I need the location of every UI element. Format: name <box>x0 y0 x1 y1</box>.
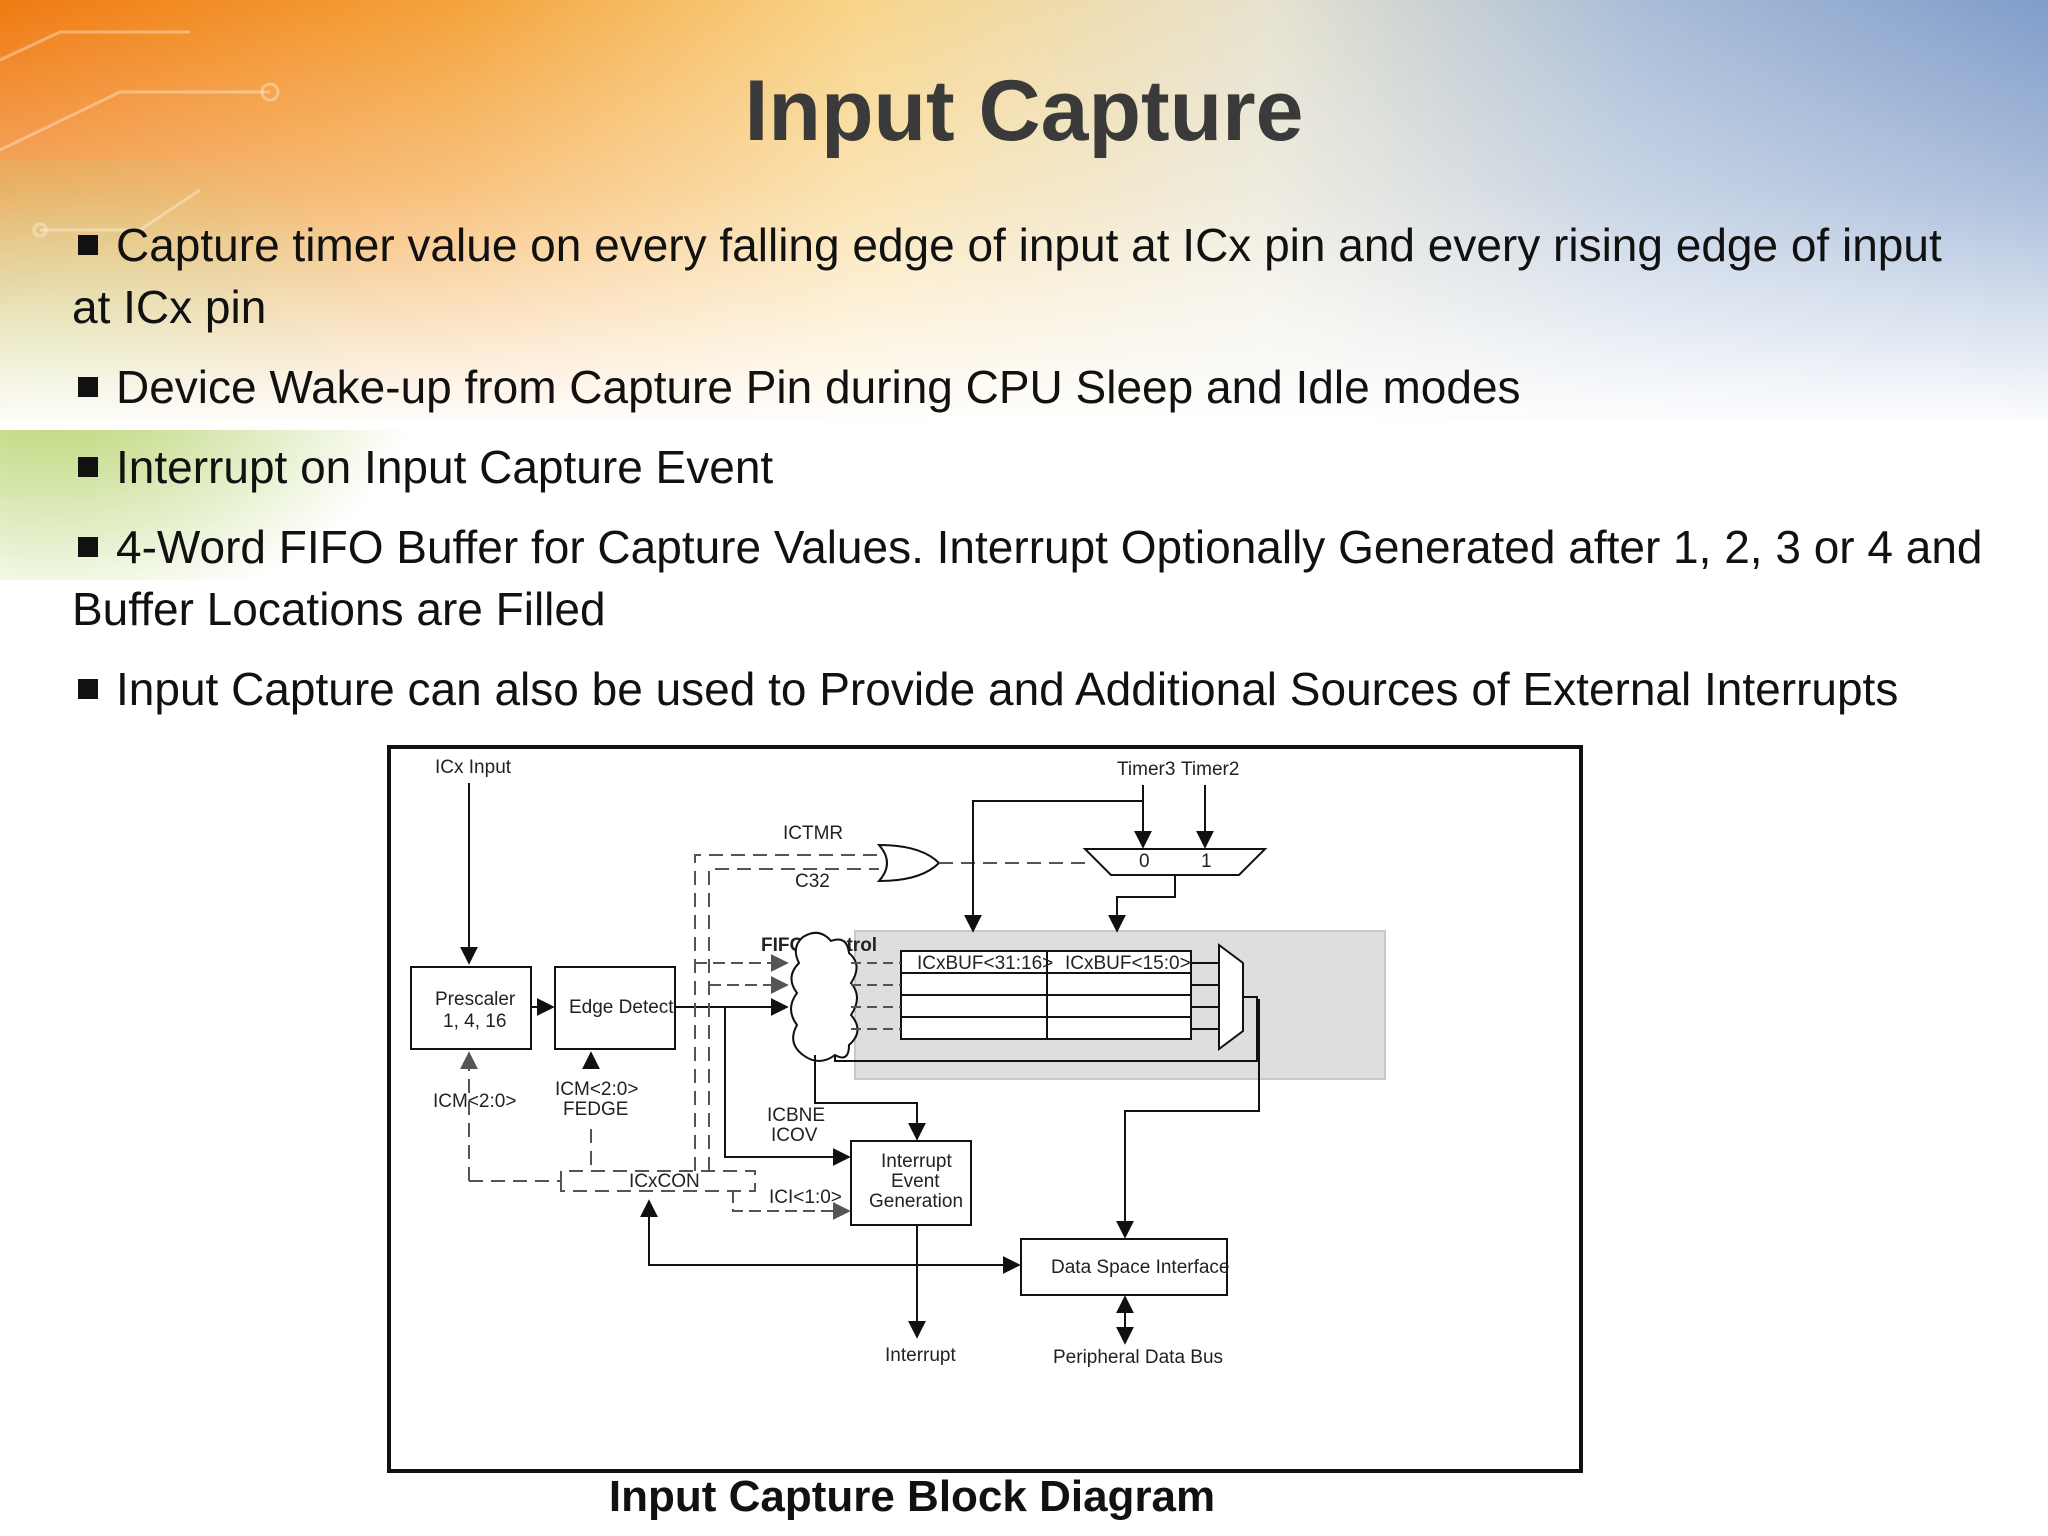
icxcon-label: ICxCON <box>629 1171 700 1192</box>
bullet-square-icon <box>78 377 98 397</box>
interrupt-output-label: Interrupt <box>885 1345 956 1366</box>
bullet-square-icon <box>78 457 98 477</box>
icx-input-label: ICx Input <box>435 757 512 778</box>
bullet-text: 4-Word FIFO Buffer for Capture Values. I… <box>72 521 1983 635</box>
icxcon-bus <box>469 1170 756 1192</box>
ici-label: ICI<1:0> <box>769 1187 842 1208</box>
icbne-label: ICBNE <box>767 1105 825 1126</box>
timer2-label: Timer2 <box>1181 759 1239 780</box>
timer3-label: Timer3 <box>1117 759 1175 780</box>
c32-label: C32 <box>795 871 830 892</box>
bullet-item: Input Capture can also be used to Provid… <box>72 658 1992 720</box>
data-space-interface-label: Data Space Interface <box>1051 1257 1230 1278</box>
fedge-label: FEDGE <box>563 1099 628 1120</box>
timer-mux <box>1082 848 1268 876</box>
c32-line <box>708 868 879 1171</box>
cloud-to-fifo-lines <box>851 962 901 1030</box>
prescaler-label: Prescaler <box>435 989 516 1010</box>
fifo-to-mux-lines <box>1191 962 1219 1030</box>
block-diagram-svg: FIFO Control ICx Input Prescaler 1, 4, 1… <box>410 757 1386 1368</box>
timer3-to-buf-hi <box>964 800 1143 933</box>
bullet-square-icon <box>78 537 98 557</box>
ictmr-line <box>694 854 879 1171</box>
prescaler-box <box>410 966 532 1050</box>
bullet-text: Input Capture can also be used to Provid… <box>116 663 1899 715</box>
bullet-item: Device Wake-up from Capture Pin during C… <box>72 356 1992 418</box>
interrupt-gen-line2: Event <box>891 1171 940 1192</box>
peripheral-data-bus-label: Peripheral Data Bus <box>1053 1347 1223 1368</box>
icxbuf-hi-label: ICxBUF<31:16> <box>917 953 1053 974</box>
ictmr-label: ICTMR <box>783 823 843 844</box>
icm-left-label: ICM<2:0> <box>433 1091 516 1112</box>
fifo-logic-cloud <box>790 931 859 1062</box>
mux-input-0: 0 <box>1139 851 1150 872</box>
bullet-square-icon <box>78 235 98 255</box>
icxcon-to-dsi-line <box>640 1199 1021 1274</box>
bullet-item: Interrupt on Input Capture Event <box>72 436 1992 498</box>
slide-title: Input Capture <box>744 63 1304 159</box>
interrupt-gen-line3: Generation <box>869 1191 963 1212</box>
read-mux <box>1218 943 1244 1051</box>
mux-to-dsi-line <box>1116 999 1260 1239</box>
data-space-interface-box <box>1020 1238 1228 1296</box>
interrupt-gen-line1: Interrupt <box>881 1151 952 1172</box>
edge-detect-label: Edge Detect <box>569 997 674 1018</box>
mux-input-1: 1 <box>1201 851 1212 872</box>
bullet-text: Interrupt on Input Capture Event <box>116 441 774 493</box>
mux-to-buf-lo <box>1108 875 1176 933</box>
bullet-list: Capture timer value on every falling edg… <box>72 214 1992 738</box>
bullet-text: Device Wake-up from Capture Pin during C… <box>116 361 1521 413</box>
diagram-caption: Input Capture Block Diagram <box>608 1472 1216 1521</box>
bullet-text: Capture timer value on every falling edg… <box>72 219 1942 333</box>
icxbuf-lo-label: ICxBUF<15:0> <box>1065 953 1191 974</box>
icov-label: ICOV <box>771 1125 818 1146</box>
status-to-interrupt-line <box>724 1007 851 1166</box>
bullet-item: Capture timer value on every falling edg… <box>72 214 1992 338</box>
prescaler-values: 1, 4, 16 <box>443 1011 506 1032</box>
block-diagram: FIFO Control ICx Input Prescaler 1, 4, 1… <box>387 745 1583 1473</box>
or-gate <box>876 843 941 883</box>
mux-feedback-line <box>834 996 1258 1062</box>
bullet-item: 4-Word FIFO Buffer for Capture Values. I… <box>72 516 1992 640</box>
cloud-to-interrupt-line <box>814 1055 926 1141</box>
bullet-square-icon <box>78 679 98 699</box>
icm-right-label: ICM<2:0> <box>555 1079 638 1100</box>
